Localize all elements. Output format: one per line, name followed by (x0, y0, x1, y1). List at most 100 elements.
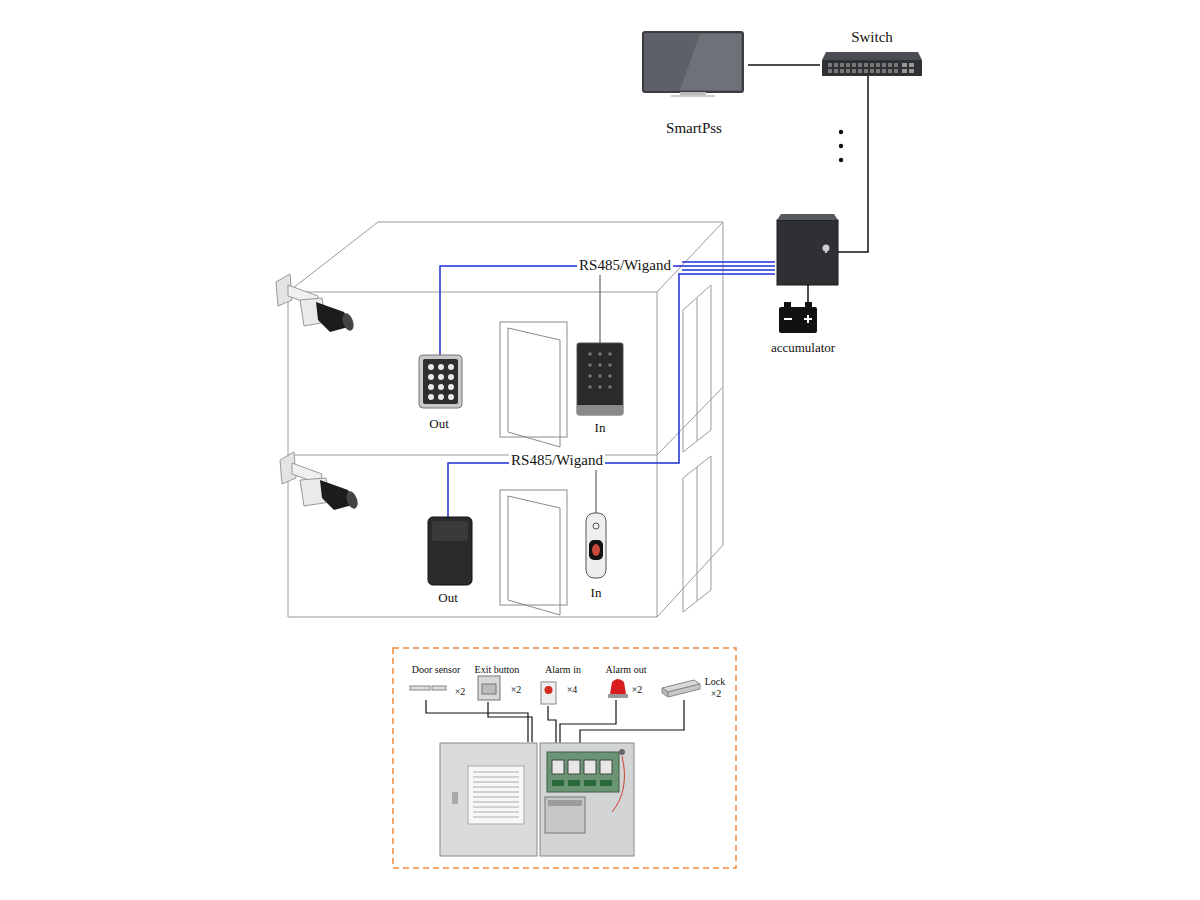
keypad-reader-part-part (588, 374, 592, 378)
lock-icon-part (668, 684, 700, 697)
keypad-reader-part-part (448, 364, 454, 370)
peripheral-node: Exit button×2 (473, 662, 526, 702)
controller-cabinet-part-part (552, 780, 564, 786)
monitor-icon-part (680, 92, 706, 95)
controller-cabinet-part-part (473, 812, 519, 813)
switch-icon-part (822, 60, 922, 76)
keypad-reader-part-part (428, 364, 434, 370)
switch-ports-part (876, 69, 880, 73)
keypad-reader-part-part (438, 394, 444, 400)
card-reader-part (432, 521, 468, 541)
controller-cabinet-part (545, 797, 585, 833)
keypad-reader-part (428, 364, 454, 400)
controller-cabinet-part-part (473, 782, 519, 783)
controller-cabinet-part-part (473, 802, 519, 803)
controller-cabinet-part-part (568, 760, 580, 774)
controller-cabinet-part-part (600, 780, 612, 786)
keypad-reader-part-part (588, 352, 592, 356)
controller-cabinet (440, 743, 634, 856)
switch-ports-part (882, 63, 886, 67)
switch-ports-part (834, 63, 838, 67)
keypad-reader-part-part (428, 374, 434, 380)
monitor-icon-part (680, 34, 741, 90)
keypad-reader-part-part (428, 384, 434, 390)
controller-cabinet-part-part (473, 772, 519, 773)
switch-ports-part (888, 63, 892, 67)
switch-ports (828, 63, 914, 73)
controller-cabinet-part-part (584, 760, 596, 774)
switch-ports-part (858, 63, 862, 67)
switch-ports-part (846, 69, 850, 73)
keypad-reader-part (577, 343, 623, 415)
keypad-reader-part-part (448, 374, 454, 380)
device-name: Alarm in (545, 664, 581, 676)
reader-lead (596, 469, 597, 513)
battery-icon-part (779, 307, 817, 333)
continuation-dots-part (839, 158, 843, 162)
rs485-wiring-part (440, 266, 775, 355)
controller-cabinet-part-part (552, 760, 564, 774)
reader-node: In (580, 508, 612, 603)
card-reader (428, 517, 472, 585)
switch-ports-part (894, 69, 898, 73)
controller-cabinet-part (440, 743, 537, 856)
keypad-reader-part-part (448, 384, 454, 390)
signal-label: RS485/Wigand (577, 257, 673, 274)
switch-ports-part (852, 63, 856, 67)
camera-icon-part (340, 312, 356, 332)
switch-ports-part (840, 69, 844, 73)
controller-cabinet-part (547, 752, 619, 792)
switch-ports-part (870, 63, 874, 67)
controller-cabinet-part (452, 792, 458, 804)
camera-icon-part (344, 490, 360, 510)
switch-ports-part (852, 69, 856, 73)
device-name: Out (429, 417, 449, 432)
controller-cabinet-part (548, 800, 582, 806)
lock-icon (662, 680, 700, 697)
keypad-reader-part (419, 355, 462, 408)
device-name: Lock (705, 676, 726, 688)
rs485-wiring (440, 262, 775, 517)
keypad-reader-part-part (448, 394, 454, 400)
switch-ports-part (834, 69, 838, 73)
controller-cabinet-part (468, 766, 524, 824)
keypad-reader-part-part (598, 363, 602, 367)
building-outline-part (288, 222, 723, 617)
keypad-reader-part-part (438, 374, 444, 380)
keypad-reader-part-part (598, 385, 602, 389)
peripheral-node: Lock×2 (656, 662, 730, 706)
keypad-reader-part (423, 359, 458, 404)
keypad-reader-part-part (588, 385, 592, 389)
keypad-reader-part-part (608, 385, 612, 389)
peripheral-node: Alarm in×4 (538, 662, 584, 710)
network-cable (748, 64, 820, 66)
device-name: Alarm out (606, 664, 647, 676)
keypad-reader-part (577, 405, 623, 415)
controller-cabinet-part (619, 749, 625, 755)
switch-icon (822, 52, 922, 76)
switch-ports-part (864, 63, 868, 67)
alarm-in-icon-part (541, 682, 556, 704)
keypad-reader (419, 355, 462, 408)
controller-cabinet-part-part (473, 792, 519, 793)
alarm-out-icon-part (608, 694, 628, 698)
controller-cabinet-part (540, 743, 634, 856)
network-cable (838, 76, 868, 252)
controller-cabinet-part-part (473, 787, 519, 788)
building-outline-part (288, 222, 723, 292)
exit-button-icon-part (478, 676, 500, 700)
battery-icon-part (784, 318, 792, 320)
device-name: Switch (851, 29, 893, 46)
fingerprint-reader-part (589, 540, 603, 560)
switch-ports-part (828, 63, 832, 67)
signal-label: RS485/Wigand (509, 452, 605, 469)
monitor-icon-part (671, 95, 715, 97)
battery-icon-part (807, 315, 809, 323)
keypad-reader-part-part (608, 374, 612, 378)
monitor-icon (643, 32, 743, 97)
continuation-dots (839, 130, 843, 162)
keypad-reader-part-part (438, 384, 444, 390)
reader-lead (600, 275, 601, 343)
switch-ports-part (828, 69, 832, 73)
